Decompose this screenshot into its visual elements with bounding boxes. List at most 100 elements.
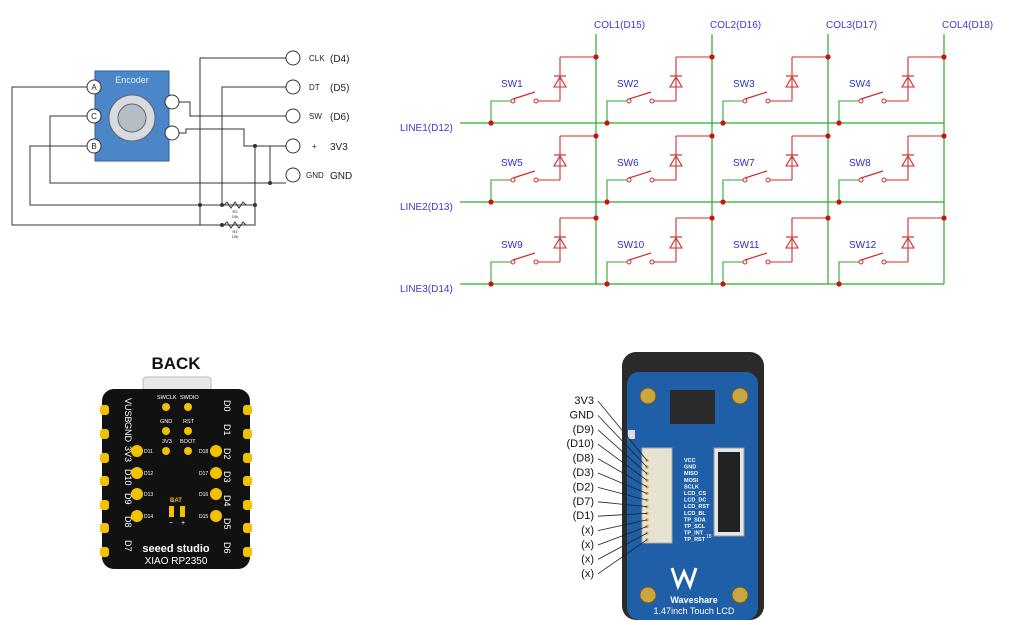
fpc-slot <box>718 452 740 532</box>
terminal-sw-label: SW <box>309 112 322 121</box>
junction-dot <box>720 199 726 205</box>
xiao-inner-left-pad <box>131 467 143 479</box>
lcd-pin-label: LCD_RST <box>684 504 710 510</box>
lcd-pin-label: TP_SDA <box>684 517 706 523</box>
lcd-model: 1.47inch Touch LCD <box>654 606 735 616</box>
switch-contact <box>649 259 655 265</box>
lcd-wire-label: (D1) <box>573 510 594 522</box>
switch-contact <box>649 177 655 183</box>
terminal-vcc-label: + <box>312 142 317 151</box>
lcd-wire-label: (D3) <box>573 467 594 479</box>
switch-contact <box>742 259 748 265</box>
xiao-debug-pad <box>162 403 170 411</box>
xiao-right-pin-label: D5 <box>222 518 232 530</box>
junction-dot <box>488 199 494 205</box>
xiao-right-pad <box>243 405 252 415</box>
terminal-sw-note: (D6) <box>330 112 349 123</box>
switch-label: SW12 <box>849 240 877 251</box>
lcd-wire <box>597 532 648 560</box>
matrix-cell-sw6: SW6 <box>604 133 715 205</box>
xiao-bat-label: BAT <box>170 498 182 504</box>
junction-dot <box>709 215 715 221</box>
junction-dot <box>825 133 831 139</box>
lcd-brand: Waveshare <box>670 595 717 605</box>
switch-label: SW9 <box>501 240 523 251</box>
diode-symbol <box>669 154 683 167</box>
xiao-inner-left-label: D11 <box>144 449 153 455</box>
xiao-right-pin-label: D6 <box>222 542 232 554</box>
matrix-cell-sw5: SW5 <box>488 133 599 205</box>
xiao-label-swdio: SWDIO <box>180 395 199 401</box>
matrix-cell-sw11: SW11 <box>720 215 831 287</box>
xiao-left-pin-label: D8 <box>123 516 133 528</box>
switch-label: SW4 <box>849 79 871 90</box>
xiao-inner-left-label: D13 <box>144 492 153 498</box>
switch-lever <box>512 91 536 100</box>
lcd-driver-chip <box>670 390 715 424</box>
lcd-pin-label: TP_SCL <box>684 524 706 530</box>
xiao-inner-right-pad <box>210 510 222 522</box>
xiao-debug-pad <box>162 447 170 455</box>
lcd-wire-label: (x) <box>581 539 594 551</box>
xiao-right-pin-label: D4 <box>222 495 232 507</box>
junction-dot <box>593 54 599 60</box>
smd-part <box>628 430 635 439</box>
lcd-wire-label: (D8) <box>573 453 594 465</box>
diode-symbol <box>785 154 799 167</box>
switch-lever <box>860 252 884 261</box>
bat-pad-minus <box>169 506 174 517</box>
switch-label: SW6 <box>617 158 639 169</box>
switch-lever <box>512 170 536 179</box>
switch-contact <box>881 98 887 104</box>
junction-dot <box>593 133 599 139</box>
junction-dot <box>593 215 599 221</box>
xiao-left-pin-label: D9 <box>123 493 133 505</box>
column-label-3: COL3(D17) <box>826 20 877 31</box>
lcd-wire-label: (D10) <box>566 438 594 450</box>
junction-dot <box>836 281 842 287</box>
xiao-pads: VUSBGND3V3D10D9D8D7D0D1D2D3D4D5D6D11D12D… <box>100 398 252 557</box>
resistor-r1-value: 10k <box>232 234 238 239</box>
xiao-left-pad <box>100 523 109 533</box>
switch-contact <box>858 259 864 265</box>
xiao-inner-right-label: D17 <box>199 471 208 477</box>
matrix-cell-sw2: SW2 <box>604 54 715 126</box>
terminal-dt <box>285 79 301 95</box>
junction-dot <box>825 215 831 221</box>
mount-hole-tr <box>731 387 749 405</box>
terminal-gnd-note: GND <box>330 171 352 182</box>
lcd-wire <box>597 519 648 531</box>
pin-header-connector <box>641 447 673 544</box>
lcd-wire <box>597 400 648 461</box>
terminal-vcc-note: 3V3 <box>330 142 348 153</box>
xiao-right-pin-label: D2 <box>222 448 232 460</box>
diode-symbol <box>785 236 799 249</box>
lcd-board <box>627 372 758 620</box>
lcd-pin-number: 18 <box>706 534 712 540</box>
xiao-left-pin-label: GND <box>123 422 133 443</box>
xiao-inner-left-pad <box>131 488 143 500</box>
matrix-cell-sw12: SW12 <box>836 215 947 287</box>
switch-label: SW5 <box>501 158 523 169</box>
xiao-label-swclk: SWCLK <box>157 395 177 401</box>
row-label-3: LINE3(D14) <box>400 284 453 295</box>
xiao-right-pad <box>243 429 252 439</box>
switch-contact <box>742 98 748 104</box>
terminal-clk-note: (D4) <box>330 54 349 65</box>
junction-dot <box>836 120 842 126</box>
switch-lever <box>512 252 536 261</box>
diode-symbol <box>553 75 567 88</box>
lcd-pin-label: VCC <box>684 458 696 464</box>
switch-lever <box>860 91 884 100</box>
encoder-title: Encoder <box>115 75 149 85</box>
mount-hole-br <box>731 586 749 604</box>
lcd-wire <box>597 539 648 575</box>
column-label-4: COL4(D18) <box>942 20 993 31</box>
bat-pad-plus <box>180 506 185 517</box>
lcd-wire <box>597 458 648 488</box>
junction-dot <box>941 54 947 60</box>
switch-lever <box>628 170 652 179</box>
xiao-right-pin-label: D0 <box>222 400 232 412</box>
xiao-right-pad <box>243 500 252 510</box>
lcd-wire-label: GND <box>570 409 595 421</box>
